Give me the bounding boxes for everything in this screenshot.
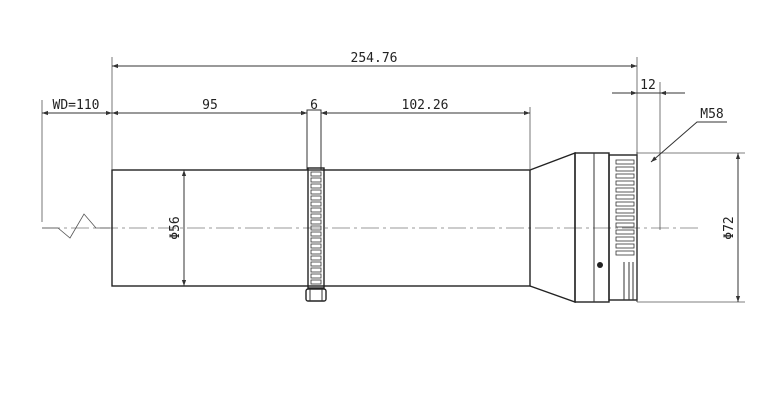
dim-rear-section: 102.26 (402, 98, 449, 113)
mount-knurl-tooth (615, 229, 635, 235)
dim-working-distance: WD=110 (53, 98, 100, 113)
rear-housing (574, 152, 610, 303)
focus-ring-top-post (306, 109, 322, 171)
mount-knurl-tooth (615, 187, 635, 193)
knurl-tooth (310, 225, 322, 231)
mount-knurl-tooth (615, 215, 635, 221)
dim-ring-width: 6 (310, 98, 318, 113)
knurl-tooth (310, 267, 322, 273)
taper-section (529, 151, 576, 303)
knurl-tooth (310, 237, 322, 243)
focus-ring-band (307, 167, 325, 289)
mount-knurl-tooth (615, 208, 635, 214)
dim-front-section: 95 (202, 98, 218, 113)
dim-total-length: 254.76 (351, 51, 398, 66)
knurl-tooth (310, 171, 322, 177)
knurl-tooth (310, 213, 322, 219)
mount-knurl-tooth (615, 236, 635, 242)
knurl-tooth (310, 177, 322, 183)
mount-knurl-tooth (615, 173, 635, 179)
knurl-tooth (310, 195, 322, 201)
knurl-tooth (310, 279, 322, 285)
dim-mount-length: 12 (640, 78, 656, 93)
knurl-tooth (310, 231, 322, 237)
mount-knurl-tooth (615, 166, 635, 172)
thread-leader (650, 121, 727, 163)
knurl-tooth (310, 201, 322, 207)
knurl-tooth (310, 219, 322, 225)
set-screw-hole (597, 262, 603, 268)
mount-knurl-tooth (615, 222, 635, 228)
dim-front-diameter: Φ56 (168, 216, 183, 239)
lens-body (111, 151, 638, 303)
focus-ring (305, 109, 327, 302)
mount-knurl-tooth (615, 159, 635, 165)
object-break-symbol (42, 213, 110, 239)
mount-knurl-tooth (615, 250, 635, 256)
dim-mount-thread: M58 (700, 107, 723, 122)
knurl-tooth (310, 189, 322, 195)
knurl-tooth (310, 273, 322, 279)
knurl-tooth (310, 183, 322, 189)
knurl-tooth (310, 249, 322, 255)
mount-knurl-tooth (615, 201, 635, 207)
mount-knurl-tooth (615, 243, 635, 249)
focus-ring-screw (305, 288, 327, 302)
mount-knurl-tooth (615, 194, 635, 200)
dim-rear-diameter: Φ72 (722, 216, 737, 239)
knurl-tooth (310, 207, 322, 213)
knurl-tooth (310, 255, 322, 261)
mount-knurl-tooth (615, 180, 635, 186)
mount-knurl (615, 159, 635, 256)
extension-lines (41, 57, 745, 303)
knurl-tooth (310, 261, 322, 267)
knurl-tooth (310, 243, 322, 249)
